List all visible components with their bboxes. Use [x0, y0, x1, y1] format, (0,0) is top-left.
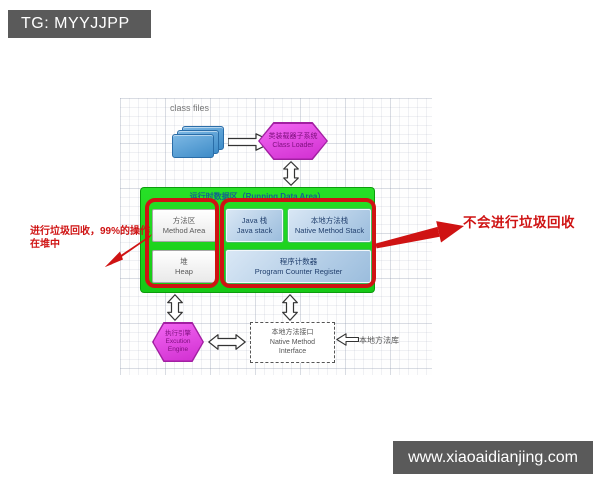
gc-annotation-line2: 在堆中 [30, 238, 60, 250]
java-stack-zh: Java 栈 [241, 215, 268, 225]
runtime-data-area-title: 运行时数据区（Running Data Area） [189, 192, 326, 201]
program-counter-zh: 程序计数器 [279, 256, 318, 266]
website-watermark: www.xiaoaidianjing.com [393, 441, 593, 474]
heap-box: 堆 Heap [152, 250, 216, 283]
native-method-library-label: 本地方法库 [359, 336, 399, 345]
program-counter-en: Program Counter Register [254, 266, 343, 276]
arrow-vertical-icon [282, 294, 298, 321]
method-area-zh: 方法区 [172, 215, 196, 225]
arrow-vertical-icon [283, 161, 299, 186]
java-stack-box: Java 栈 Java stack [226, 209, 283, 242]
gc-annotation-text: 进行垃圾回收，99%的操作 在堆中 [30, 226, 180, 251]
gc-annotation-arrow-icon [104, 233, 156, 271]
heap-zh: 堆 [180, 256, 188, 266]
nmi-en1: Native Method [269, 338, 316, 346]
method-area-box: 方法区 Method Area [152, 209, 216, 242]
execution-engine-en1: Excution [165, 337, 191, 345]
gc-annotation-line1: 进行垃圾回收，99%的操作 [30, 226, 151, 237]
class-loader-en: Class Loader [272, 142, 314, 149]
telegram-watermark: TG: MYYJJPP [8, 10, 151, 38]
execution-engine-en2: Engine [167, 346, 189, 354]
arrow-left-icon [336, 333, 359, 346]
gc-region-outline [145, 198, 219, 288]
native-method-stack-zh: 本地方法栈 [310, 215, 349, 225]
java-stack-en: Java stack [236, 225, 273, 235]
no-gc-region-outline [220, 198, 376, 288]
execution-engine-zh: 执行引擎 [165, 329, 191, 337]
file-card-front [172, 134, 214, 158]
arrow-horizontal-icon [208, 334, 246, 350]
no-gc-annotation-arrow-icon [374, 212, 466, 252]
execution-engine-hexagon: 执行引擎 Excution Engine [152, 322, 204, 362]
class-files-icon [172, 126, 224, 160]
native-method-stack-en: Native Method Stack [294, 225, 365, 235]
class-loader-zh: 类装载器子系统 [268, 132, 318, 140]
program-counter-box: 程序计数器 Program Counter Register [226, 250, 371, 283]
class-files-label: class files [170, 103, 210, 113]
heap-en: Heap [175, 266, 193, 276]
nmi-en2: Interface [278, 348, 307, 356]
class-loader-hexagon: 类装载器子系统 Class Loader [258, 122, 328, 160]
native-method-interface-box: 本地方法接口 Native Method Interface [250, 322, 335, 363]
method-area-en: Method Area [162, 225, 206, 235]
nmi-zh: 本地方法接口 [271, 329, 314, 337]
native-method-stack-box: 本地方法栈 Native Method Stack [288, 209, 371, 242]
arrow-vertical-icon [167, 294, 183, 321]
no-gc-annotation-text: 不会进行垃圾回收 [463, 215, 575, 230]
